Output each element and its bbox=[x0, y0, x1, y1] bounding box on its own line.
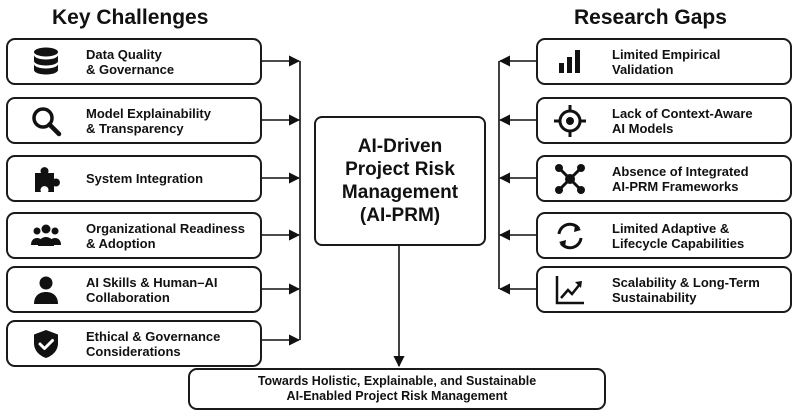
gap-label: Limited Empirical Validation bbox=[612, 46, 721, 77]
gap-label: Limited Adaptive & Lifecycle Capabilitie… bbox=[612, 220, 745, 251]
challenge-label: AI Skills & Human–AI Collaboration bbox=[86, 274, 218, 305]
gap-box-context-aware: Lack of Context-Aware AI Models bbox=[536, 97, 792, 144]
network-icon bbox=[550, 159, 590, 199]
center-title-line: Project Risk bbox=[345, 159, 455, 180]
key-challenges-heading: Key Challenges bbox=[52, 6, 209, 29]
gap-label: Lack of Context-Aware AI Models bbox=[612, 105, 753, 136]
magnifier-icon bbox=[26, 101, 66, 141]
research-gaps-heading: Research Gaps bbox=[574, 6, 727, 29]
center-title-line: (AI-PRM) bbox=[359, 205, 441, 226]
gap-box-integrated-frameworks: Absence of Integrated AI-PRM Frameworks bbox=[536, 155, 792, 202]
challenge-label: Ethical & Governance Considerations bbox=[86, 328, 221, 359]
challenge-box-ai-skills: AI Skills & Human–AI Collaboration bbox=[6, 266, 262, 313]
gap-label: Scalability & Long-Term Sustainability bbox=[612, 274, 760, 305]
center-title-line: AI-Driven bbox=[357, 136, 443, 157]
gap-box-empirical-validation: Limited Empirical Validation bbox=[536, 38, 792, 85]
target-icon bbox=[550, 101, 590, 141]
challenge-box-explainability: Model Explainability & Transparency bbox=[6, 97, 262, 144]
challenge-label: System Integration bbox=[86, 171, 204, 186]
shield-check-icon bbox=[26, 324, 66, 364]
database-icon bbox=[26, 42, 66, 82]
challenge-label: Organizational Readiness & Adoption bbox=[86, 220, 245, 251]
puzzle-icon bbox=[26, 159, 66, 199]
challenge-box-organizational-readiness: Organizational Readiness & Adoption bbox=[6, 212, 262, 259]
challenge-label: Model Explainability & Transparency bbox=[86, 105, 211, 136]
cycle-arrows-icon bbox=[550, 216, 590, 256]
outcome-line: AI-Enabled Project Risk Management bbox=[286, 389, 508, 403]
gap-box-scalability: Scalability & Long-Term Sustainability bbox=[536, 266, 792, 313]
bar-chart-icon bbox=[550, 42, 590, 82]
gap-box-adaptive-lifecycle: Limited Adaptive & Lifecycle Capabilitie… bbox=[536, 212, 792, 259]
gap-label: Absence of Integrated AI-PRM Frameworks bbox=[612, 163, 749, 194]
challenge-box-data-quality: Data Quality & Governance bbox=[6, 38, 262, 85]
people-group-icon bbox=[26, 216, 66, 256]
center-title-line: Management bbox=[341, 182, 459, 203]
ai-prm-central-box: AI-Driven Project Risk Management (AI-PR… bbox=[314, 116, 486, 246]
outcome-line: Towards Holistic, Explainable, and Susta… bbox=[257, 374, 537, 388]
challenge-box-ethical-governance: Ethical & Governance Considerations bbox=[6, 320, 262, 367]
challenge-label: Data Quality & Governance bbox=[86, 46, 175, 77]
challenge-box-system-integration: System Integration bbox=[6, 155, 262, 202]
outcome-box: Towards Holistic, Explainable, and Susta… bbox=[188, 368, 606, 410]
trend-chart-icon bbox=[550, 270, 590, 310]
person-icon bbox=[26, 270, 66, 310]
